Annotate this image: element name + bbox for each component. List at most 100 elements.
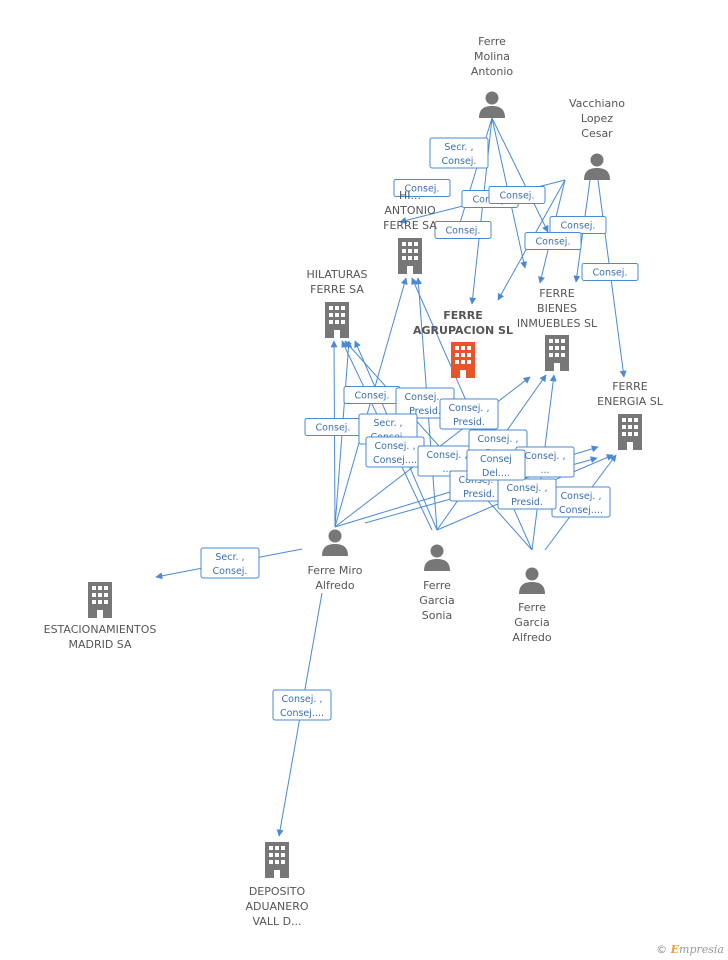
node-label: Vacchiano <box>569 97 625 110</box>
edge-label-text: Consej. , <box>405 392 446 403</box>
edge-label-text: Consej. , <box>561 491 602 502</box>
edge-label-text: Secr. , <box>373 418 402 429</box>
watermark: © Empresia <box>656 943 724 956</box>
building-icon <box>618 414 642 450</box>
node-label: FERRE SA <box>383 219 437 232</box>
node-label: Ferre <box>423 579 451 592</box>
edge-label[interactable]: Secr. ,Consej. <box>200 547 260 579</box>
node-deposito[interactable]: DEPOSITO ADUANERO VALL D... <box>245 842 309 928</box>
node-label: Garcia <box>419 594 454 607</box>
node-label: Alfredo <box>315 579 354 592</box>
edge-label[interactable]: Consej. , Presid. <box>439 398 499 430</box>
node-label: Cesar <box>581 127 613 140</box>
node-label: INMUEBLES SL <box>517 317 598 330</box>
node-label: Molina <box>474 50 510 63</box>
edge-label-text: Consej. , <box>507 483 548 494</box>
edge-label[interactable]: Consej. <box>524 232 582 250</box>
node-label: FERRE SA <box>310 283 364 296</box>
node-label: DEPOSITO <box>249 885 306 898</box>
node-label: Sonia <box>422 609 452 622</box>
building-icon <box>265 842 289 878</box>
edge-label[interactable]: Consej. <box>393 179 451 197</box>
edge-label-text: Consej. , <box>478 434 519 445</box>
edge-label-text: Consej. <box>446 226 481 237</box>
edge-label-text: Presid. <box>409 406 441 417</box>
copyright-symbol: © <box>656 943 668 956</box>
node-label: Alfredo <box>512 631 551 644</box>
edge-label-text: Secr. , <box>444 142 473 153</box>
node-label: BIENES <box>537 302 577 315</box>
node-bienes[interactable]: FERRE BIENES INMUEBLES SL <box>517 287 598 371</box>
building-icon <box>451 342 475 378</box>
edge-label-text: Consej. , <box>282 694 323 705</box>
edge-label-text: Consej.... <box>280 708 324 719</box>
edge-label-text: Consej. , <box>427 450 468 461</box>
building-icon <box>325 302 349 338</box>
edge-label[interactable]: Consej. <box>343 386 401 404</box>
edge-label[interactable]: Consej. , Presid. <box>497 478 557 510</box>
edge-label-text: Secr. , <box>215 552 244 563</box>
building-icon <box>398 238 422 274</box>
edge-label[interactable]: Consej. , Consej.... <box>551 486 611 518</box>
node-energia[interactable]: FERRE ENERGIA SL <box>597 380 664 450</box>
node-label: Ferre <box>518 601 546 614</box>
edge-label-text: Consej. <box>316 423 351 434</box>
relationship-edge <box>491 117 549 233</box>
edge-label-text: Consej. <box>405 184 440 195</box>
brand-logo: Empresia <box>670 943 724 956</box>
edge-label-text: Consej. <box>500 191 535 202</box>
node-label: Antonio <box>471 65 514 78</box>
edge-label-text: Presid. <box>511 497 543 508</box>
person-icon <box>519 567 545 594</box>
edge-label[interactable]: Consej. <box>304 418 362 436</box>
person-icon <box>584 153 610 180</box>
edge-label-text: Presid. <box>453 417 485 428</box>
building-icon <box>545 335 569 371</box>
person-icon <box>424 544 450 571</box>
edge-label-text: Consej.... <box>373 455 417 466</box>
edge-label[interactable]: Consej. <box>549 216 607 234</box>
building-icon <box>88 582 112 618</box>
node-hilaturas[interactable]: HILATURAS FERRE SA <box>306 268 368 338</box>
edge-label[interactable]: Consej. , Consej.... <box>365 436 425 468</box>
edge-label[interactable]: ConsejDel.... <box>466 449 526 481</box>
edge-label[interactable]: Secr. , Consej. <box>429 137 489 169</box>
edge-label[interactable]: Consej. <box>581 263 639 281</box>
edge-label-text: Consej. <box>442 156 477 167</box>
node-label: Ferre <box>478 35 506 48</box>
edge-labels-layer: Consej.Consej.Consej.Consej.Consej.Conse… <box>200 137 639 721</box>
edge-label-text: ... <box>442 464 451 475</box>
edge-label[interactable]: Consej. <box>434 221 492 239</box>
edge-label-text: Presid. <box>463 489 495 500</box>
node-label: VALL D... <box>252 915 301 928</box>
edge-label-text: Del.... <box>482 468 510 479</box>
nodes-layer: FerreMolinaAntonioVacchianoLopezCesarHI.… <box>44 35 664 928</box>
node-label: Garcia <box>514 616 549 629</box>
node-label: AGRUPACION SL <box>413 324 513 337</box>
edge-label-text: Consej. <box>355 391 390 402</box>
edge-label[interactable]: Consej. , Consej.... <box>272 689 332 721</box>
node-label: FERRE <box>539 287 575 300</box>
node-label: FERRE <box>612 380 648 393</box>
node-label: ENERGIA SL <box>597 395 664 408</box>
edge-label-text: Consej.... <box>559 505 603 516</box>
node-label: HILATURAS <box>306 268 367 281</box>
node-label: MADRID SA <box>68 638 132 651</box>
edge-label-text: Consej. , <box>449 403 490 414</box>
edge-label[interactable]: Consej. ,... <box>417 445 477 477</box>
edge-label-text: Consej. <box>561 221 596 232</box>
edge-label[interactable]: Consej. <box>488 186 546 204</box>
node-label: ADUANERO <box>245 900 308 913</box>
relationship-edge <box>469 117 493 305</box>
edge-label-text: Consej. , <box>375 441 416 452</box>
person-icon <box>479 91 505 118</box>
